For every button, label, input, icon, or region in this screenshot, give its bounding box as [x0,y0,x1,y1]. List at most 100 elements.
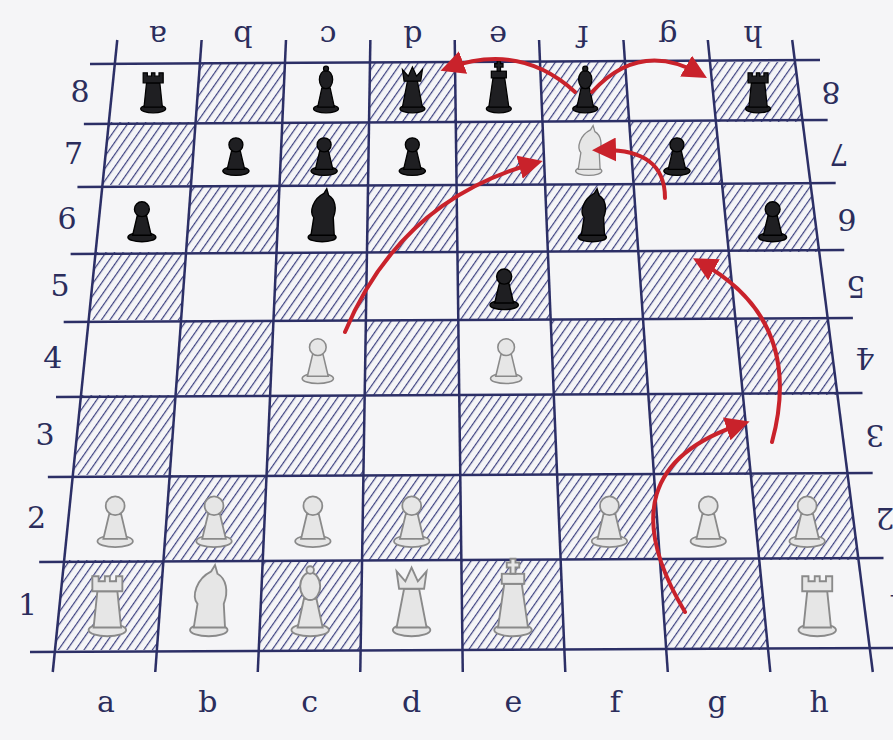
dark-square [710,62,803,122]
piece-head [498,339,515,356]
rank-label: 4 [855,343,874,373]
rank-label: 6 [837,204,856,234]
grid-line [258,40,286,672]
light-square [64,475,170,560]
piece-tip [583,66,588,71]
dark-square [736,320,838,395]
piece-body [578,126,601,170]
file-label: g [708,687,727,717]
piece-top [502,574,525,584]
chess-piece [302,339,333,384]
file-label: a [149,21,167,51]
light-square [561,560,667,650]
file-label: h [809,687,828,717]
rank-label: 1 [18,590,37,620]
light-square [181,252,276,320]
dark-square [267,395,365,475]
grid-line [455,40,463,672]
piece-head [106,496,125,515]
file-label: h [743,21,762,51]
dark-square [629,122,722,185]
chess-piece [141,73,166,113]
dark-square [648,395,750,475]
light-square [460,475,560,560]
piece-head [497,269,512,284]
file-label: f [610,687,621,717]
file-label: b [198,687,217,717]
file-label: f [577,21,588,51]
piece-cross [507,559,520,574]
chess-piece [759,202,787,242]
move-arrow [653,424,742,612]
piece-head [579,70,592,88]
dark-square [176,320,274,395]
chess-piece [664,138,690,176]
file-label: c [301,687,318,717]
piece-body [94,591,122,627]
light-square [643,320,743,395]
piece-head [134,202,149,217]
grid-line [155,40,201,672]
piece-body [400,514,424,539]
piece-head [205,496,224,515]
file-label: d [402,687,421,717]
chess-piece [746,73,771,113]
chess-piece [196,496,231,547]
piece-head [309,339,326,356]
light-square [277,185,369,252]
rank-label: 6 [57,204,76,234]
rank-label: 8 [821,77,840,107]
light-square [554,395,654,475]
light-square [743,395,848,475]
file-label: e [505,687,523,717]
chess-piece [490,269,518,310]
chess-piece [308,189,336,242]
piece-crown [397,568,427,589]
chess-piece [393,568,431,637]
rank-label: 2 [876,503,893,533]
chess-piece [291,566,329,636]
grid-line [360,40,370,672]
piece-head [319,70,332,88]
chess-piece [576,126,602,176]
grid-line [539,40,565,672]
piece-top [748,73,768,83]
piece-body [133,216,152,236]
piece-top [491,71,506,78]
light-square [548,252,643,320]
chess-piece [399,138,425,176]
dark-square [186,185,279,252]
piece-body [298,599,323,628]
dark-square [196,62,285,122]
light-square [716,122,811,185]
piece-body [496,354,517,376]
piece-top [92,576,122,591]
chess-piece [128,202,156,242]
chess-piece [311,138,337,176]
piece-body [498,584,528,628]
chess-piece [798,576,836,636]
chess-piece [491,339,522,384]
piece-body [402,81,422,107]
file-label: d [403,21,422,51]
move-arrow [700,262,780,442]
light-square [455,62,542,122]
piece-head [405,138,419,152]
dark-square [55,560,163,650]
piece-body [144,83,162,107]
piece-head [670,138,684,152]
rank-label: 3 [865,420,884,450]
chess-piece [789,496,824,547]
rank-label: 5 [846,271,865,301]
piece-body [763,216,782,236]
move-arrow [345,163,535,332]
dark-square [280,122,370,185]
dark-square [557,475,660,560]
chess-piece [97,496,132,547]
piece-body [301,514,325,539]
piece-cross [495,61,503,71]
file-label: e [489,21,507,51]
piece-head [317,138,331,152]
light-square [625,62,716,122]
